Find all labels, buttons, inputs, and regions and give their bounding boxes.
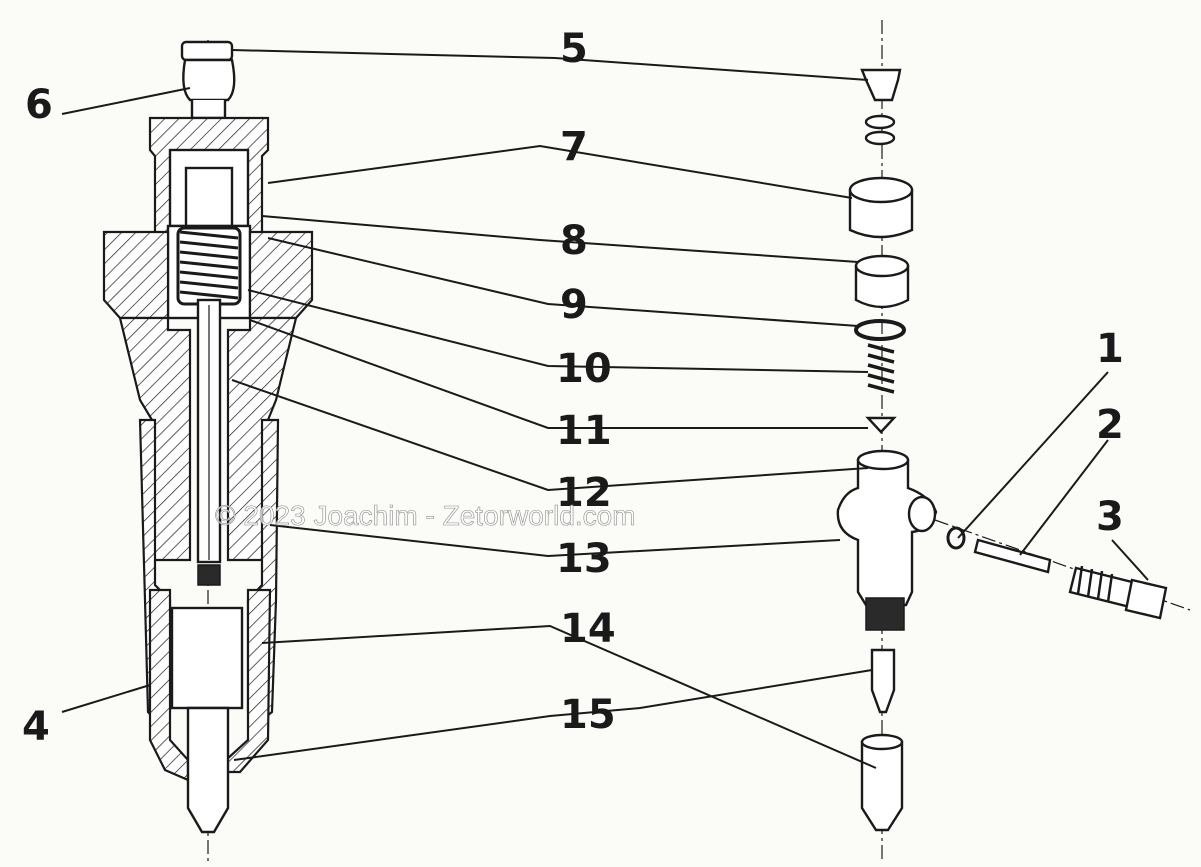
callout-6: 6: [25, 82, 53, 128]
callout-2: 2: [1096, 402, 1124, 448]
callout-7: 7: [560, 124, 588, 170]
injector-section-view: [102, 40, 314, 862]
callout-15: 15: [560, 692, 616, 738]
callout-labels: 5 6 7 8 9 10 11 12 13 14 15 1 2 3 4: [22, 26, 1124, 750]
callout-10: 10: [556, 346, 612, 392]
callout-8: 8: [560, 218, 588, 264]
callout-13: 13: [556, 536, 612, 582]
callout-9: 9: [560, 282, 588, 328]
leader-lines: [61, 49, 1149, 769]
callout-1: 1: [1096, 326, 1124, 372]
callout-3: 3: [1096, 494, 1124, 540]
callout-4: 4: [22, 704, 50, 750]
exploded-parts: [836, 20, 1191, 862]
callout-12: 12: [556, 470, 612, 516]
callout-14: 14: [560, 606, 616, 652]
watermark: © 2023 Joachim - Zetorworld.com: [215, 500, 636, 531]
callout-5: 5: [560, 26, 588, 72]
callout-11: 11: [556, 408, 612, 454]
